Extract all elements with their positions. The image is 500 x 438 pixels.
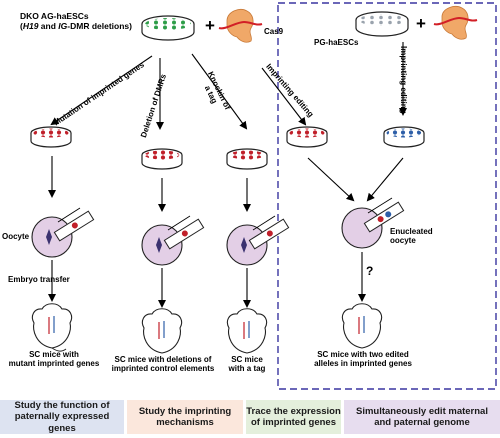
cas9-icon [218, 9, 263, 43]
cas9-label: Cas9 [264, 27, 284, 36]
dish-imprint-blue [383, 126, 425, 148]
dko-suffix: -DMR deletions) [67, 20, 132, 31]
dko-label-line2: (H19 and IG-DMR deletions) [20, 20, 132, 32]
purpose-box-3-line2: of imprinted genes [251, 417, 336, 428]
mice4-line1: SC mice with two edited [317, 350, 409, 359]
mice3-label: SC mice with a tag [222, 355, 272, 373]
mice1-line2: mutant imprinted genes [8, 359, 100, 369]
mice4-label: SC mice with two edited alleles in impri… [308, 350, 418, 368]
purpose-box-1-text: Study the function of paternally express… [0, 400, 124, 434]
oocyte-enucleated [341, 197, 405, 249]
imprinting-editing-label-2: Imprinting editing [399, 46, 408, 114]
purpose-box-1-line2: paternally expressed genes [14, 411, 110, 434]
oocyte-label: Oocyte [2, 232, 30, 241]
purpose-box-3-line1: Trace the expression [246, 405, 341, 417]
purpose-box-2-line2: mechanisms [156, 417, 214, 428]
dish-oocyte-arrows [48, 156, 404, 212]
purpose-box-4-line1: Simultaneously edit maternal [356, 405, 488, 417]
mice4-line2: alleles in imprinted genes [314, 359, 412, 369]
mouse-4 [341, 303, 383, 349]
mouse-3 [226, 308, 268, 354]
cas9-icon-2 [433, 6, 478, 40]
purpose-box-4: Simultaneously edit maternal and paterna… [344, 400, 500, 434]
pg-label: PG-haESCs [314, 38, 359, 47]
mice3-line2: with a tag [228, 364, 266, 374]
dko-h19: H19 [22, 20, 39, 31]
purpose-box-3-text: Trace the expression of imprinted genes [246, 406, 341, 429]
purpose-box-2-text: Study the imprinting mechanisms [139, 406, 231, 429]
plus-sign-2: + [416, 14, 426, 33]
dko-and: and [38, 20, 59, 31]
mice1-label: SC mice with mutant imprinted genes [4, 350, 104, 368]
oocyte-mouse-arrows [48, 252, 366, 308]
purpose-box-3: Trace the expression of imprinted genes [246, 400, 341, 434]
purpose-box-1: Study the function of paternally express… [0, 400, 124, 434]
dish-imprint-red [286, 126, 328, 148]
dko-ig: IG [58, 20, 68, 31]
purpose-box-1-line1: Study the function of [14, 399, 110, 411]
purpose-box-4-line2: and paternal genome [374, 417, 470, 428]
embryo-transfer-label: Embryo transfer [8, 275, 70, 284]
mouse-1 [31, 303, 73, 352]
enucleated-line1: Enucleated [390, 227, 433, 236]
purpose-box-2: Study the imprinting mechanisms [127, 400, 243, 434]
dko-paren-open: ( [20, 20, 23, 31]
oocyte-3 [226, 215, 290, 266]
question-mark: ? [366, 264, 374, 278]
oocyte-1 [31, 207, 95, 258]
mice2-line1: SC mice with deletions of [114, 355, 212, 364]
dish-mutation [30, 126, 72, 148]
purpose-box-4-text: Simultaneously edit maternal and paterna… [356, 406, 488, 429]
dish-knockin [226, 148, 268, 170]
dashed-frame [277, 2, 497, 390]
dko-label: DKO AG-haESCs (H19 and IG-DMR deletions) [20, 11, 132, 32]
mice3-line1: SC mice [231, 355, 263, 364]
purpose-box-2-line1: Study the imprinting [138, 405, 232, 417]
top-arrows [50, 42, 407, 130]
dko-dish [141, 15, 195, 41]
mice2-label: SC mice with deletions of imprinted cont… [108, 355, 218, 373]
mice1-line1: SC mice with [29, 350, 79, 359]
dish-deletion [141, 148, 183, 170]
pg-dish [355, 11, 409, 37]
mice2-line2: imprinted control elements [111, 364, 215, 374]
enucleated-label: Enucleated oocyte [390, 227, 433, 245]
mouse-2 [141, 308, 183, 354]
dko-label-line1: DKO AG-haESCs [20, 11, 89, 21]
enucleated-line2: oocyte [390, 236, 416, 246]
oocyte-2 [141, 215, 205, 266]
plus-sign-1: + [205, 16, 215, 35]
